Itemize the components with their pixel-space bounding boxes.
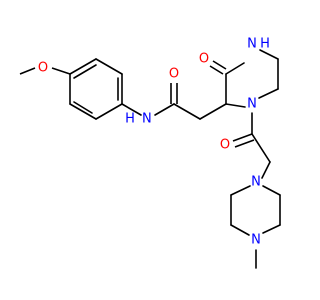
bond-ring-nh xyxy=(121,103,142,116)
bond-acyl-co-1 xyxy=(232,133,253,142)
bond-benzene-2 xyxy=(95,58,123,75)
bond-n4-c5 xyxy=(259,49,279,60)
atom-o-methoxy: O xyxy=(38,61,48,76)
bond-acyl-c-ch2 xyxy=(251,133,271,163)
bond-amide-c-ch2 xyxy=(173,103,201,120)
atom-h-amide: H xyxy=(125,112,135,127)
bond-pip-6 xyxy=(262,185,281,196)
bond-layer xyxy=(19,49,281,269)
bond-benzene-4 xyxy=(95,103,123,120)
atom-n-lactam: N xyxy=(247,37,257,52)
bond-c3-n4 xyxy=(225,62,245,75)
bond-methyl-methoxy-o xyxy=(19,67,36,75)
atom-n-amide: N xyxy=(142,112,152,127)
bond-n1-c2 xyxy=(225,103,246,108)
bond-ch2-pip-n xyxy=(261,161,271,179)
bond-lactam-co-2 xyxy=(212,60,227,70)
bond-pip-1 xyxy=(230,185,251,196)
atom-h-lactam: H xyxy=(260,37,270,52)
atom-label-layer: O N H O N H O N O N N xyxy=(38,37,270,248)
bond-acyl-co-2 xyxy=(234,139,255,148)
bond-nh-amide-c xyxy=(154,103,175,116)
atom-o-amide: O xyxy=(169,67,179,82)
bond-benzene-1 xyxy=(69,58,97,75)
molecule-structure: O N H O N H O N O N N xyxy=(19,37,281,269)
bond-pip-3 xyxy=(230,224,250,236)
atom-n-ring: N xyxy=(247,97,257,112)
bond-benzene-inner-1 xyxy=(73,64,97,79)
bond-c6-n1 xyxy=(258,88,279,99)
atom-o-lactam: O xyxy=(199,52,209,67)
bond-benzene-5 xyxy=(69,103,97,120)
atom-o-acyl: O xyxy=(220,138,230,153)
atom-n-piperazine-top: N xyxy=(251,175,261,190)
bond-lactam-co-1 xyxy=(209,65,224,75)
bond-methoxy-o-ring xyxy=(51,67,71,75)
bond-pip-4 xyxy=(262,224,281,234)
atom-n-piperazine-bottom: N xyxy=(251,233,261,248)
bond-benzene-inner-3 xyxy=(73,101,93,114)
bond-ch2-c2 xyxy=(199,103,227,120)
